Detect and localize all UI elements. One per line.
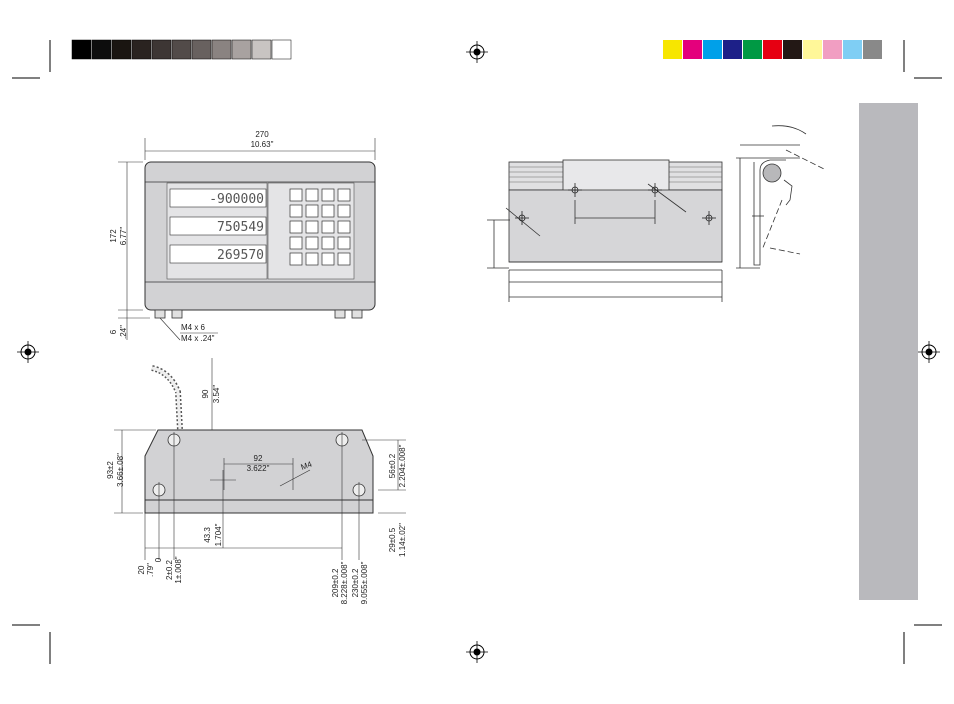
gray-swatch xyxy=(231,39,252,60)
offset-mm: 43.3 xyxy=(203,527,212,543)
keypad-key xyxy=(305,204,319,218)
hole-spacing-mm: 92 xyxy=(254,454,263,463)
crop-marks xyxy=(12,40,942,664)
x209-in: 8.228±.008" xyxy=(340,561,349,604)
thread-label: M4 xyxy=(300,459,314,471)
gray-swatch xyxy=(111,39,132,60)
display-window xyxy=(169,188,267,208)
keypad-key xyxy=(305,220,319,234)
keypad-key xyxy=(337,188,351,202)
offset-in: 1.704" xyxy=(214,523,223,546)
bracket-holes xyxy=(515,183,716,225)
display-rows: -900000 750549 269570 xyxy=(169,188,267,264)
keypad xyxy=(289,188,351,266)
keypad-key xyxy=(337,220,351,234)
bracket-side xyxy=(736,125,827,269)
gray-swatch xyxy=(211,39,232,60)
gray-swatch xyxy=(131,39,152,60)
gray-swatch xyxy=(271,39,292,60)
registration-marks xyxy=(17,41,940,663)
color-swatch xyxy=(863,40,882,59)
keypad-key xyxy=(321,236,335,250)
color-swatch xyxy=(663,40,682,59)
keypad-key xyxy=(289,204,303,218)
color-bar xyxy=(663,40,882,59)
x209-mm: 209±0.2 xyxy=(331,568,340,597)
height-in: 6.77" xyxy=(119,227,128,246)
cable-in: 3.54" xyxy=(212,385,221,404)
keypad-key xyxy=(289,188,303,202)
screw-mm: M4 x 6 xyxy=(181,323,206,332)
keypad-key xyxy=(337,252,351,266)
keypad-key xyxy=(305,236,319,250)
x0: 0 xyxy=(154,557,163,562)
keypad-key xyxy=(289,236,303,250)
screw-in: M4 x .24" xyxy=(181,334,215,343)
keypad-key xyxy=(321,220,335,234)
gray-swatch xyxy=(171,39,192,60)
display-value: 269570 xyxy=(217,248,264,263)
color-swatch xyxy=(803,40,822,59)
keypad-key xyxy=(321,188,335,202)
hole-y-mm: 56±0.2 xyxy=(388,453,397,478)
color-swatch xyxy=(723,40,742,59)
keypad-key xyxy=(337,236,351,250)
keypad-key xyxy=(289,252,303,266)
gray-swatch xyxy=(151,39,172,60)
width-mm: 270 xyxy=(255,130,269,139)
grayscale-bar xyxy=(71,39,292,60)
depth-mm: 93±2 xyxy=(106,461,115,479)
keypad-key xyxy=(305,252,319,266)
x20-in: .79" xyxy=(146,563,155,577)
keypad-key xyxy=(305,188,319,202)
feet xyxy=(154,309,363,319)
color-swatch xyxy=(703,40,722,59)
keypad-key xyxy=(321,204,335,218)
foot-in: .24" xyxy=(119,325,128,339)
keypad-key xyxy=(337,204,351,218)
color-swatch xyxy=(743,40,762,59)
gray-swatch xyxy=(191,39,212,60)
keypad-key xyxy=(321,252,335,266)
height-mm: 172 xyxy=(109,229,118,243)
gray-swatch xyxy=(251,39,272,60)
x20-mm: 20 xyxy=(137,565,146,574)
x230-in: 9.055±.008" xyxy=(360,561,369,604)
gray-swatch xyxy=(91,39,112,60)
display-window xyxy=(169,244,267,264)
hole-y-in: 2.204±.008" xyxy=(398,444,407,487)
cable-mm: 90 xyxy=(201,389,210,398)
display-value: 750549 xyxy=(217,220,264,235)
depth-in: 3.66±.08" xyxy=(116,453,125,487)
foot-height-in: 1.14±.02" xyxy=(398,523,407,557)
display-window xyxy=(169,216,267,236)
color-swatch xyxy=(763,40,782,59)
registration-target xyxy=(466,41,488,63)
x2-in: 1±.008" xyxy=(174,556,183,583)
color-swatch xyxy=(823,40,842,59)
color-swatch xyxy=(783,40,802,59)
foot-height-mm: 29±0.5 xyxy=(388,527,397,552)
bracket-front xyxy=(487,159,723,302)
color-swatch xyxy=(683,40,702,59)
x230-mm: 230±0.2 xyxy=(351,568,360,597)
registration-target xyxy=(466,641,488,663)
keypad-key xyxy=(289,220,303,234)
display-value: -900000 xyxy=(209,192,264,207)
color-swatch xyxy=(843,40,862,59)
foot-mm: 6 xyxy=(109,329,118,334)
registration-target xyxy=(17,341,39,363)
registration-target xyxy=(918,341,940,363)
x2-mm: 2±0.2 xyxy=(165,559,174,580)
gray-swatch xyxy=(71,39,92,60)
hole-spacing-in: 3.622" xyxy=(247,464,270,473)
side-thumb-tab xyxy=(859,103,918,600)
width-in: 10.63" xyxy=(251,140,274,149)
